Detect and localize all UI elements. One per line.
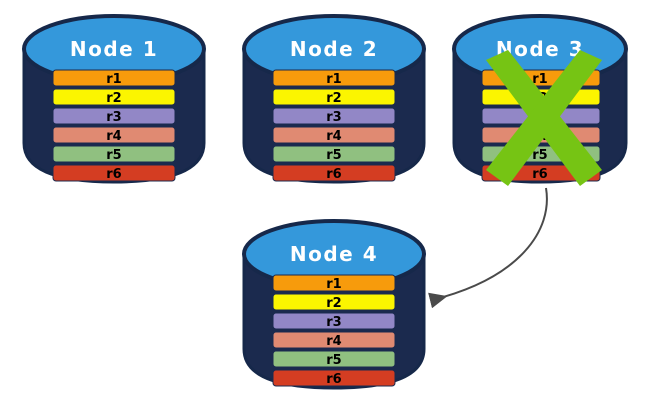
row-label-r4: r4 [326,129,341,144]
row-label-r3: r3 [326,315,341,330]
node-cylinder-2[interactable]: Node 2 r1 r2 r3 r4 r5 r6 [242,8,426,184]
row-label-r4: r4 [326,334,341,349]
node-2-graphic: Node 2 r1 r2 r3 r4 r5 r6 [242,14,426,184]
node-cylinder-1[interactable]: Node 1 r1 r2 r3 r4 r5 r6 [22,8,206,184]
row-bar-r1[interactable] [52,69,176,87]
row-label-r2: r2 [106,91,121,106]
row-label-r3: r3 [106,110,121,125]
row-label-r5: r5 [326,148,341,163]
row-label-r4: r4 [106,129,121,144]
row-bar-r3[interactable] [52,107,176,125]
row-label-r4: r4 [532,129,547,144]
node-title: Node 1 [70,37,158,61]
row-bar-r6[interactable] [52,164,176,182]
node-title: Node 3 [496,37,584,61]
row-bar-r5[interactable] [272,145,396,163]
row-label-r3: r3 [326,110,341,125]
row-bar-r4[interactable] [52,126,176,144]
row-bars: r1 r2 r3 r4 r5 r6 [272,69,396,182]
row-bar-r5[interactable] [272,350,396,368]
node-title: Node 4 [290,242,378,266]
row-bar-r2[interactable] [52,88,176,106]
row-bar-r4[interactable] [272,126,396,144]
row-bar-r2[interactable] [272,88,396,106]
node-cylinder-3[interactable]: Node 3 r1 r2 r3 r4 r5 r6 [452,8,628,184]
row-bar-r1[interactable] [272,274,396,292]
row-label-r6: r6 [326,372,341,387]
row-label-r5: r5 [532,148,547,163]
node-title: Node 2 [290,37,378,61]
row-label-r5: r5 [326,353,341,368]
row-label-r2: r2 [532,91,547,106]
row-label-r3: r3 [532,110,547,125]
row-bars: r1 r2 r3 r4 r5 r6 [52,69,176,182]
row-label-r6: r6 [532,167,547,182]
row-label-r1: r1 [326,72,341,87]
row-label-r2: r2 [326,91,341,106]
node-1-graphic: Node 1 r1 r2 r3 r4 r5 r6 [22,14,206,184]
row-bar-r3[interactable] [272,312,396,330]
row-bar-r6[interactable] [272,369,396,387]
row-bar-r3[interactable] [272,107,396,125]
row-bar-r4[interactable] [272,331,396,349]
row-label-r5: r5 [106,148,121,163]
row-bar-r5[interactable] [52,145,176,163]
row-bar-r2[interactable] [272,293,396,311]
row-bar-r1[interactable] [272,69,396,87]
row-bars: r1 r2 r3 r4 r5 r6 [272,274,396,387]
node-3-graphic: Node 3 r1 r2 r3 r4 r5 r6 [452,14,628,184]
arrow-path [428,187,548,309]
row-bar-r6[interactable] [272,164,396,182]
node-4-graphic: Node 4 r1 r2 r3 r4 r5 r6 [242,219,426,390]
node-cylinder-4[interactable]: Node 4 r1 r2 r3 r4 r5 r6 [242,213,426,390]
row-label-r6: r6 [106,167,121,182]
row-label-r1: r1 [326,277,341,292]
row-label-r2: r2 [326,296,341,311]
row-label-r1: r1 [106,72,121,87]
row-label-r1: r1 [532,72,547,87]
row-label-r6: r6 [326,167,341,182]
